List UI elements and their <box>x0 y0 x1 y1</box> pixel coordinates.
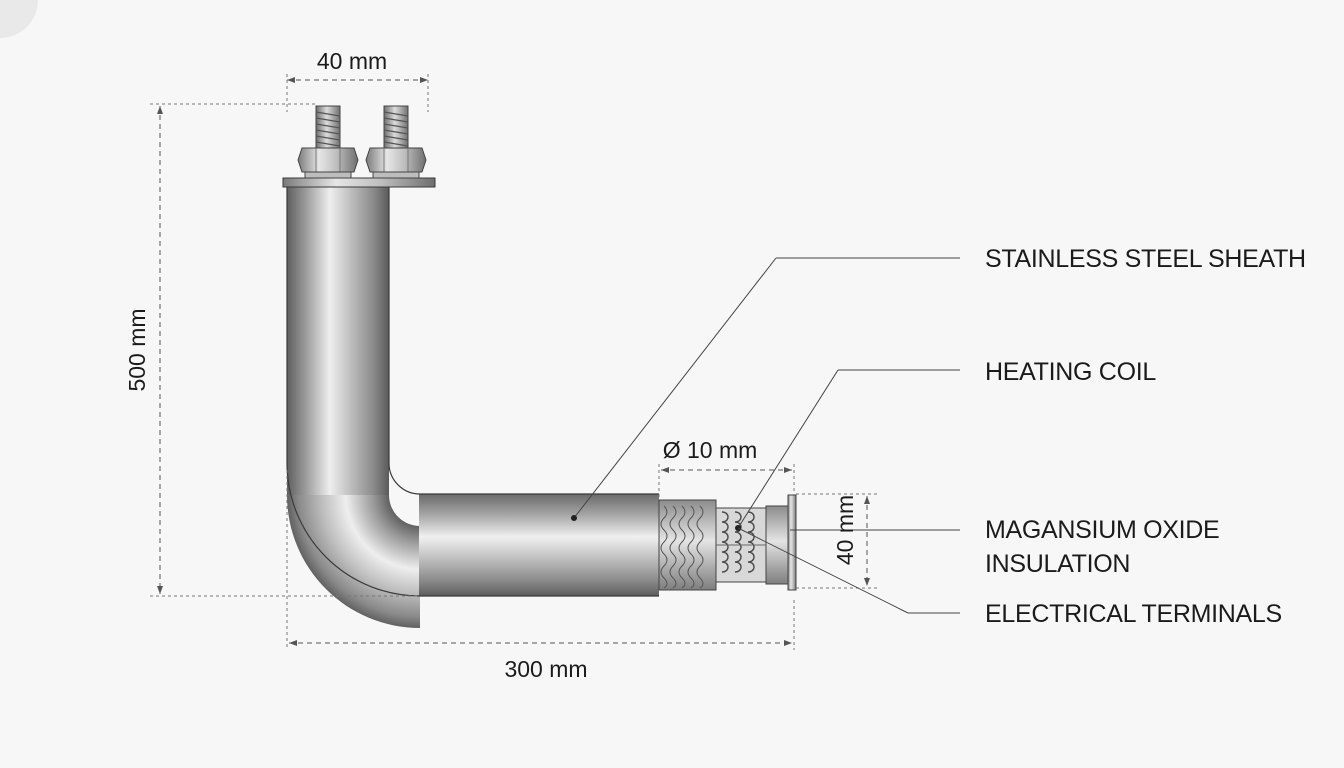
callout-sheath: STAINLESS STEEL SHEATH <box>985 245 1306 273</box>
end-height-label: 40 mm <box>832 495 858 565</box>
corner-shadow <box>0 0 38 38</box>
terminal-right <box>365 105 427 179</box>
dimension-lines <box>150 74 880 650</box>
callout-terminals: ELECTRICAL TERMINALS <box>985 600 1282 628</box>
length-label: 300 mm <box>504 656 587 682</box>
terminal-left <box>297 105 359 179</box>
terminal-spacing-label: 40 mm <box>317 48 387 74</box>
callout-insulation-line1: MAGANSIUM OXIDE <box>985 516 1219 544</box>
electrical-terminals <box>282 105 436 188</box>
stainless-steel-sheath <box>286 186 659 628</box>
leader-lines <box>571 257 960 614</box>
end-cap <box>787 494 797 591</box>
callout-coil: HEATING COIL <box>985 358 1156 386</box>
callout-insulation-line2: INSULATION <box>985 550 1130 578</box>
diameter-label: Ø 10 mm <box>663 437 758 463</box>
heating-coil <box>715 505 789 585</box>
magnesium-oxide-insulation <box>658 499 717 591</box>
height-label: 500 mm <box>124 308 150 391</box>
